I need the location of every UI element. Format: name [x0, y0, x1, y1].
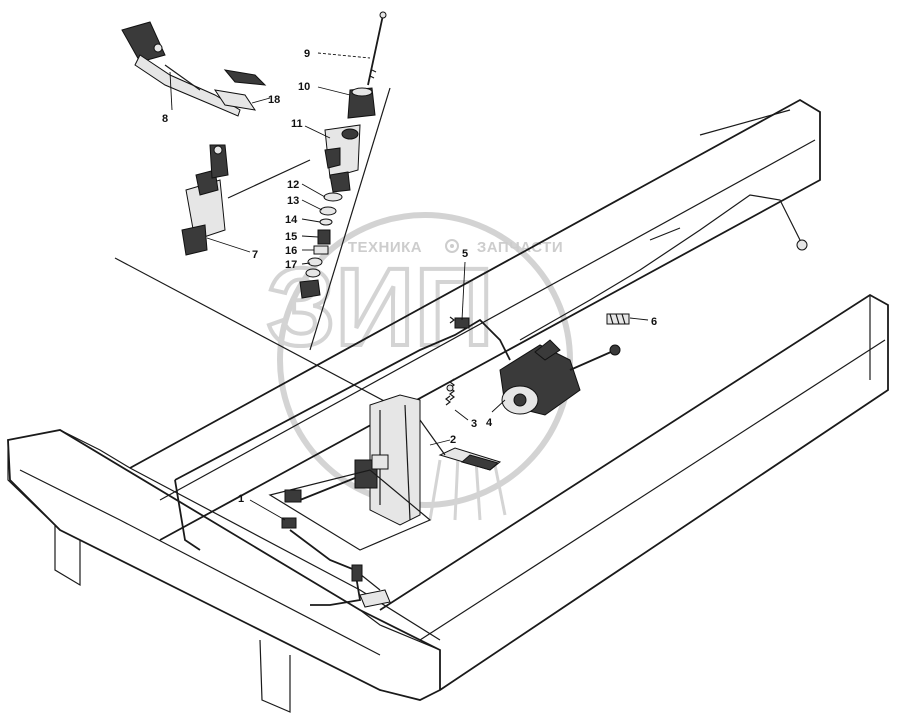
pedal-assembly	[268, 394, 502, 551]
callout-2: 2	[450, 434, 456, 446]
callout-3: 3	[471, 418, 477, 430]
callout-12: 12	[287, 179, 299, 191]
callout-17: 17	[285, 259, 297, 271]
frame-rail-upper	[129, 98, 821, 541]
pedal-pad-18	[213, 69, 267, 111]
callout-7: 7	[252, 249, 258, 261]
clutch-booster	[499, 339, 621, 416]
callout-13: 13	[287, 195, 299, 207]
callout-11: 11	[291, 118, 303, 130]
callout-14: 14	[285, 214, 298, 226]
callout-18: 18	[268, 94, 280, 106]
seal-stack	[299, 192, 343, 299]
callout-10: 10	[298, 81, 310, 93]
frame-rail-right	[379, 293, 889, 691]
watermark-line1: ТЕХНИКА	[348, 239, 422, 256]
callout-5: 5	[462, 248, 468, 260]
bracket-1	[281, 489, 391, 608]
wheat-icon	[428, 454, 507, 521]
callout-15: 15	[285, 231, 297, 243]
cylinder-body-11	[324, 124, 361, 193]
pedal-lever-8	[121, 21, 241, 117]
watermark: ЗИП ТЕХНИКА ЗАПЧАСТИ	[264, 212, 573, 521]
rod-9	[367, 11, 387, 86]
linkage-lines	[114, 87, 808, 421]
leader-lines	[169, 52, 649, 521]
callout-6: 6	[651, 316, 657, 328]
spring-3	[445, 378, 455, 406]
watermark-logo: ЗИП	[266, 246, 493, 369]
callout-9: 9	[304, 48, 310, 60]
callout-8: 8	[162, 113, 168, 125]
callout-4: 4	[486, 417, 493, 429]
boot-10	[347, 87, 376, 119]
gear-icon	[445, 239, 459, 253]
watermark-line2: ЗАПЧАСТИ	[477, 239, 563, 256]
fitting-6	[606, 313, 630, 325]
callout-16: 16	[285, 245, 297, 257]
callout-1: 1	[238, 493, 244, 505]
master-cylinder-7	[181, 144, 229, 256]
callout-labels: 1 2 3 4 5 6 7 8 9 10 11 12 13 14 15 16 1…	[162, 48, 657, 505]
